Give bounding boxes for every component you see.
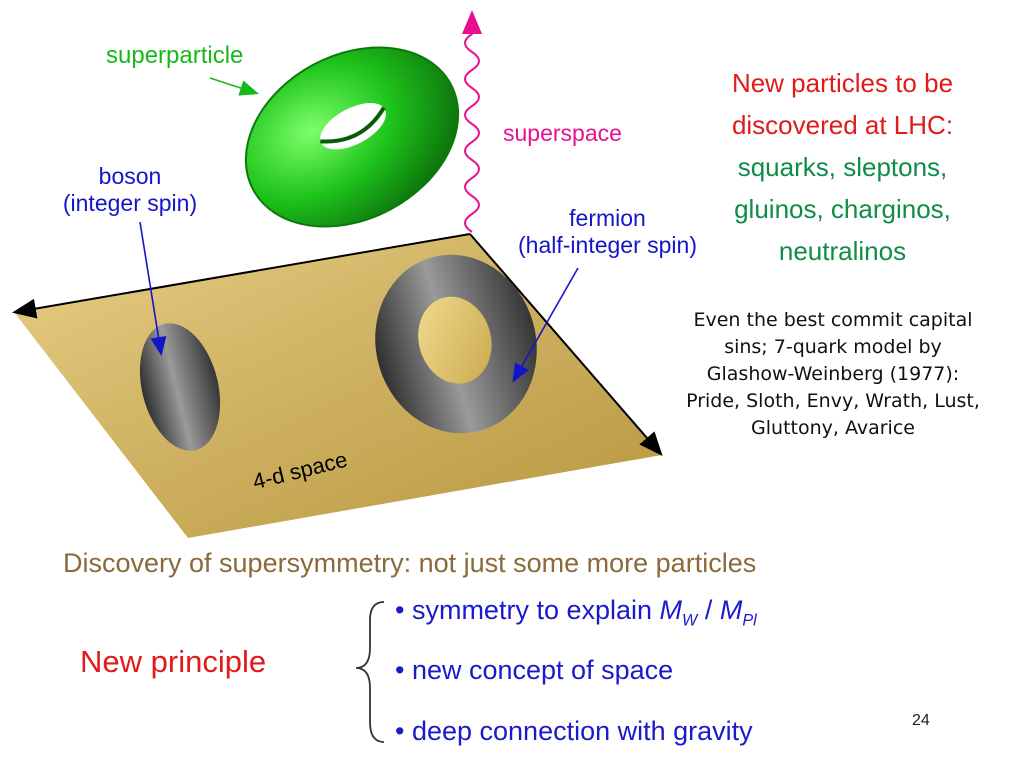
headline-line1: New particles to be xyxy=(731,68,954,98)
mass-w-subscript: W xyxy=(682,611,698,630)
space-plane xyxy=(14,234,662,538)
note-text: Even the best commit capital sins; 7-qua… xyxy=(686,309,980,439)
bullet-space: • new concept of space xyxy=(395,655,674,685)
label-boson: boson (integer spin) xyxy=(40,163,220,217)
label-fermion-line2: (half-integer spin) xyxy=(518,232,697,258)
mass-w-symbol: M xyxy=(659,595,683,625)
plane-axis-left xyxy=(12,233,471,319)
label-boson-line2: (integer spin) xyxy=(62,190,198,216)
bullet-gravity: • deep connection with gravity xyxy=(395,716,753,746)
superparticle-arrow xyxy=(209,77,260,96)
bullet-brace xyxy=(355,601,385,743)
headline-line4: gluinos, charginos, xyxy=(734,194,951,224)
page-number: 24 xyxy=(912,712,930,729)
new-principle-label: New principle xyxy=(80,644,267,679)
mass-pl-subscript: Pl xyxy=(742,611,757,630)
discovery-heading: Discovery of supersymmetry: not just som… xyxy=(63,548,757,578)
fermion-arrow xyxy=(512,267,579,383)
bullet-symmetry: • symmetry to explain MW / MPl xyxy=(395,595,757,630)
label-boson-line1: boson xyxy=(98,163,162,189)
headline-line5: neutralinos xyxy=(778,236,907,266)
superspace-wave xyxy=(462,10,482,233)
label-fermion-line1: fermion xyxy=(569,205,646,231)
headline-line3: squarks, sleptons, xyxy=(737,152,948,182)
label-superspace: superspace xyxy=(503,120,622,146)
headline-line2: discovered at LHC: xyxy=(731,110,954,140)
label-fermion: fermion (half-integer spin) xyxy=(495,205,720,259)
fermion-ring xyxy=(375,254,537,434)
mass-pl-symbol: M xyxy=(719,595,743,625)
plane-axis-right xyxy=(469,233,663,457)
superparticle-torus xyxy=(244,46,460,228)
ratio-separator: / xyxy=(697,595,720,625)
headline: New particles to be discovered at LHC: s… xyxy=(680,62,1005,272)
label-superparticle: superparticle xyxy=(106,42,244,69)
bullet-symmetry-text: • symmetry to explain xyxy=(395,595,660,625)
boson-arrow xyxy=(139,221,167,357)
